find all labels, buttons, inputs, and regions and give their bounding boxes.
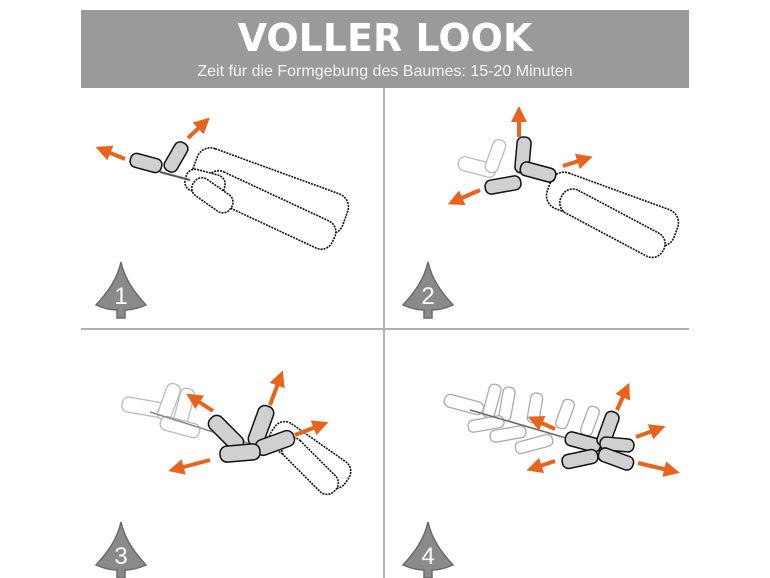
step-1-panel: 1 (95, 117, 350, 319)
step-4-panel: 4 (402, 382, 680, 578)
step-number: 2 (421, 283, 434, 310)
bent-sprig (564, 431, 602, 453)
arrow-icon (186, 117, 210, 140)
branch-illustration (184, 147, 350, 251)
bent-sprig (163, 141, 189, 173)
arrow-icon (447, 188, 481, 206)
tree-badge-icon: 2 (402, 261, 454, 319)
arrow-icon (526, 457, 556, 474)
bent-sprig (219, 443, 261, 463)
step-3-panel: 3 (95, 370, 352, 578)
bent-sprig (519, 161, 557, 183)
tree-badge-icon: 3 (95, 521, 147, 578)
bent-sprig (484, 175, 522, 195)
header-banner: VOLLER LOOK Zeit für die Formgebung des … (81, 10, 689, 88)
bent-sprig (129, 152, 163, 174)
arrow-icon (168, 458, 211, 475)
arrow-icon (637, 461, 680, 477)
arrow-icon (268, 370, 285, 406)
page-subtitle: Zeit für die Formgebung des Baumes: 15-2… (197, 63, 573, 80)
arrow-icon (562, 153, 593, 170)
arrow-icon (95, 145, 126, 161)
bent-sprig (597, 447, 635, 471)
arrow-icon (527, 415, 556, 431)
page-title: VOLLER LOOK (237, 16, 533, 60)
step-number: 3 (114, 543, 127, 570)
arrow-icon (294, 420, 329, 437)
arrow-icon (635, 424, 666, 440)
tree-badge-icon: 4 (402, 521, 454, 578)
arrow-icon (615, 382, 631, 411)
step-2-panel: 2 (402, 106, 680, 319)
step-number: 4 (421, 543, 434, 570)
step-number: 1 (114, 283, 127, 310)
tree-badge-icon: 1 (95, 261, 147, 319)
arrow-icon (186, 393, 215, 413)
bent-sprig (561, 448, 599, 470)
